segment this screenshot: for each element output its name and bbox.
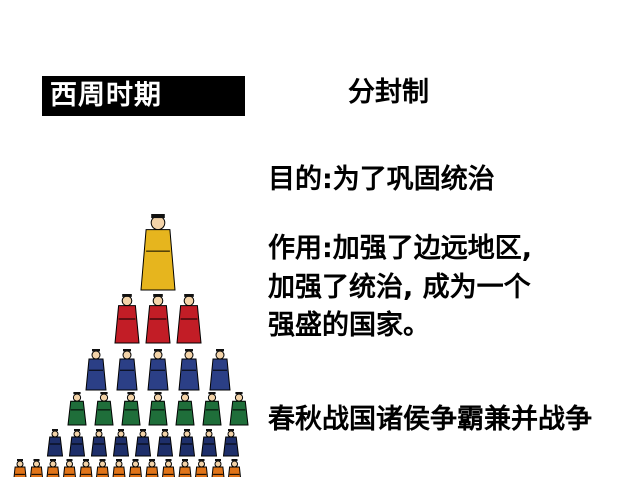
feudal-hierarchy-pyramid — [0, 205, 265, 477]
commoners-figure — [162, 459, 175, 477]
soldiers-figure — [90, 429, 108, 457]
king-figure — [140, 214, 176, 291]
soldiers-figure — [156, 429, 174, 457]
commoners-figure — [79, 459, 93, 477]
officials-figure — [94, 392, 114, 426]
commoners-figure — [96, 459, 109, 477]
officials-figure — [121, 392, 141, 426]
commoners-figure — [195, 459, 208, 477]
ministers-figure — [116, 349, 138, 391]
effect-text-line-1: 作用:加强了边远地区, — [268, 233, 533, 264]
commoners-figure — [30, 459, 43, 477]
pyramid-illustration — [13, 214, 249, 477]
period-label: 西周时期 — [50, 80, 162, 111]
officials-figure — [229, 392, 249, 426]
soldiers-figure — [200, 429, 218, 457]
purpose-text: 目的:为了巩固统治 — [268, 164, 495, 195]
officials-figure — [148, 392, 168, 426]
commoners-figure — [63, 459, 76, 477]
commoners-figure — [129, 459, 142, 477]
ministers-figure — [209, 349, 231, 391]
ministers-figure — [147, 349, 169, 391]
soldiers-figure — [222, 429, 240, 457]
commoners-figure — [145, 459, 159, 477]
officials-figure — [67, 392, 87, 426]
commoners-figure — [112, 459, 126, 477]
officials-figure — [175, 392, 195, 426]
commoners-figure — [46, 459, 60, 477]
commoners-figure — [211, 459, 225, 477]
soldiers-figure — [178, 429, 196, 457]
ministers-figure — [85, 349, 107, 391]
nobles-figure — [145, 294, 171, 344]
commoners-figure — [178, 459, 192, 477]
slide-heading: 分封制 — [348, 77, 429, 108]
commoners-figure — [228, 459, 241, 477]
officials-figure — [202, 392, 222, 426]
nobles-figure — [176, 294, 202, 344]
effect-text-line-3: 强盛的国家。 — [268, 310, 430, 341]
ministers-figure — [178, 349, 200, 391]
soldiers-figure — [68, 429, 86, 457]
soldiers-figure — [134, 429, 152, 457]
commoners-figure — [13, 459, 27, 477]
soldiers-figure — [46, 429, 64, 457]
effect-text-line-2: 加强了统治, 成为一个 — [268, 272, 531, 303]
period-note: 春秋战国诸侯争霸兼并战争 — [268, 404, 592, 435]
period-label-box: 西周时期 — [42, 76, 245, 116]
nobles-figure — [114, 294, 140, 344]
soldiers-figure — [112, 429, 130, 457]
